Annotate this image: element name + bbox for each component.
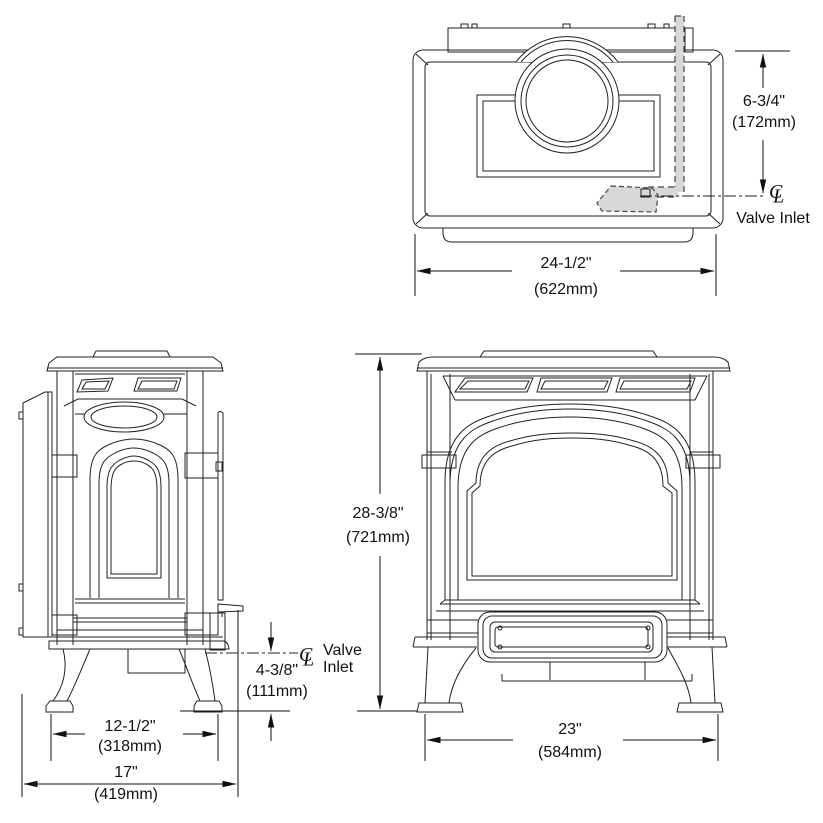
side-valve-inlet-label: Valve Inlet bbox=[323, 642, 362, 676]
front-height-dimension bbox=[355, 353, 422, 712]
top-height-dimension bbox=[640, 50, 790, 197]
top-height-label: 6-3/4" (172mm) bbox=[731, 93, 797, 131]
door-glass bbox=[466, 432, 678, 581]
front-top-plate bbox=[416, 356, 731, 372]
top-width-label: 24-1/2" (622mm) bbox=[533, 255, 599, 298]
top-view bbox=[412, 15, 790, 296]
front-vent bbox=[615, 377, 696, 393]
side-depth-label: 17" (419mm) bbox=[93, 764, 159, 803]
ash-drawer bbox=[477, 611, 668, 663]
front-width-dimension bbox=[424, 714, 719, 761]
side-legspan-dimension bbox=[50, 714, 219, 761]
front-width-label: 23" (584mm) bbox=[537, 721, 603, 761]
hopper bbox=[127, 648, 186, 674]
side-view bbox=[18, 350, 298, 797]
side-top-plate bbox=[46, 356, 224, 372]
side-valve-offset-label: 4-3/8" (111mm) bbox=[246, 662, 308, 700]
front-view bbox=[355, 350, 731, 761]
flue-collar bbox=[514, 48, 620, 154]
side-vent bbox=[76, 377, 114, 393]
door-handle bbox=[217, 603, 244, 613]
top-width-dimension bbox=[414, 234, 717, 296]
front-height-label: 28-3/8" (721mm) bbox=[345, 505, 411, 546]
side-vent bbox=[133, 377, 182, 392]
gas-valve bbox=[596, 185, 659, 213]
rear-panel bbox=[22, 391, 53, 638]
side-centerline-symbol: CL bbox=[299, 644, 315, 671]
front-vent bbox=[536, 377, 613, 393]
side-valve-dimension bbox=[205, 622, 298, 741]
oval-medallion bbox=[83, 401, 165, 433]
front-legs bbox=[416, 646, 724, 713]
top-centerline-symbol: CL bbox=[769, 181, 785, 208]
front-door-arch bbox=[444, 403, 696, 600]
side-arch-panel bbox=[89, 438, 179, 598]
side-legs bbox=[45, 648, 223, 713]
front-vent bbox=[454, 377, 534, 393]
side-legspan-label: 12-1/2" (318mm) bbox=[97, 718, 163, 755]
top-valve-inlet-label: Valve Inlet bbox=[736, 210, 810, 227]
gas-line-pipe bbox=[648, 15, 685, 198]
side-depth-dimension bbox=[21, 610, 239, 797]
